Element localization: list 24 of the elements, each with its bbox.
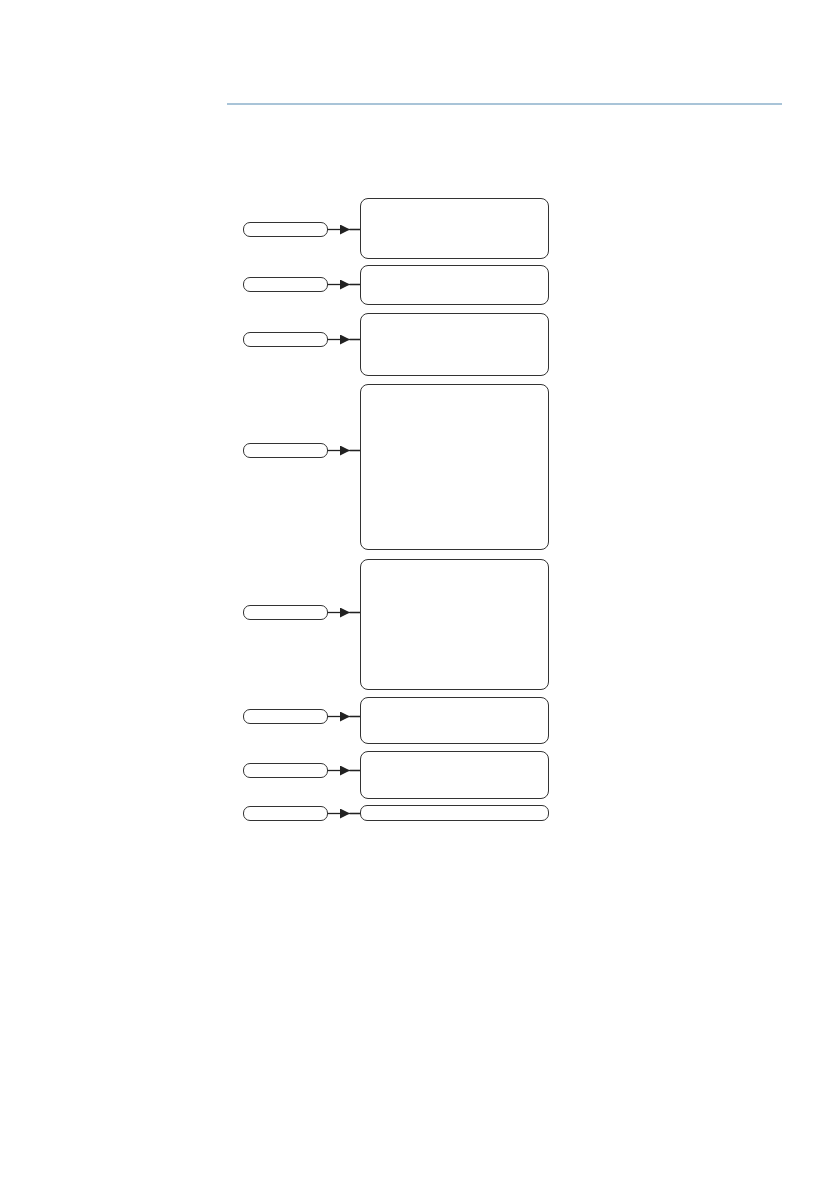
arrow <box>327 223 361 236</box>
label-rounded-box <box>243 806 328 821</box>
arrow <box>327 807 361 820</box>
label-rounded-box <box>243 222 328 237</box>
label-rounded-box <box>243 709 328 724</box>
arrow <box>327 444 361 457</box>
content-rounded-box <box>360 265 549 305</box>
label-rounded-box <box>243 332 328 347</box>
label-rounded-box <box>243 605 328 620</box>
label-rounded-box <box>243 763 328 778</box>
content-rounded-box <box>360 384 549 550</box>
content-rounded-box <box>360 751 549 799</box>
arrow <box>327 278 361 291</box>
content-rounded-box <box>360 697 549 744</box>
label-rounded-box <box>243 277 328 292</box>
label-rounded-box <box>243 443 328 458</box>
content-rounded-box <box>360 805 549 821</box>
arrow <box>327 764 361 777</box>
arrow <box>327 710 361 723</box>
content-rounded-box <box>360 313 549 376</box>
content-rounded-box <box>360 559 549 690</box>
arrow <box>327 606 361 619</box>
arrow <box>327 333 361 346</box>
content-rounded-box <box>360 198 549 259</box>
